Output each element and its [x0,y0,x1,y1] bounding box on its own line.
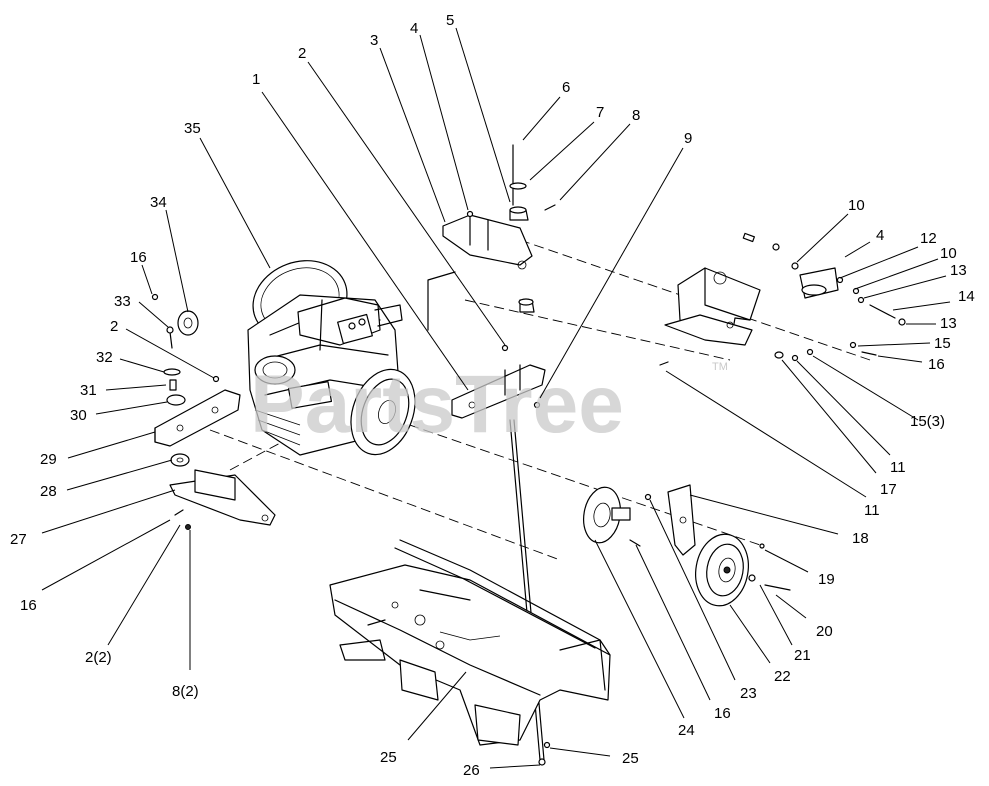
callout-22: 22 [774,668,791,685]
callout-14: 14 [958,288,975,305]
callout-10b: 10 [940,245,957,262]
callout-10: 10 [848,197,865,214]
callout-30: 30 [70,407,87,424]
callout-18: 18 [852,530,869,547]
leader-lines [41,27,951,769]
callout-2c: 2 [110,318,118,335]
callout-16d: 16 [130,249,147,266]
callout-26: 26 [463,762,480,779]
callout-1: 1 [252,71,260,88]
callout-3: 3 [370,32,378,49]
callout-17: 17 [880,481,897,498]
callout-5: 5 [446,12,454,29]
watermark-text: PartsTree [250,359,624,450]
watermark-trademark: TM [712,361,728,373]
callout-8: 8 [632,107,640,124]
callout-29: 29 [40,451,57,468]
left-mount-stack [151,293,276,530]
callout-16c: 16 [20,597,37,614]
callout-20: 20 [816,623,833,640]
callout-16: 16 [928,356,945,373]
callout-15: 15 [934,335,951,352]
callout-8-2: 8(2) [172,683,199,700]
callout-19: 19 [818,571,835,588]
callout-25b: 25 [622,750,639,767]
callout-33: 33 [114,293,131,310]
callout-7: 7 [596,104,604,121]
callout-34: 34 [150,194,167,211]
callout-21: 21 [794,647,811,664]
callout-31: 31 [80,382,97,399]
callout-25: 25 [380,749,397,766]
callout-12: 12 [920,230,937,247]
callout-9: 9 [684,130,692,147]
callout-13: 13 [950,262,967,279]
callout-4b: 4 [876,227,884,244]
callout-4: 4 [410,20,418,37]
callout-2-2: 2(2) [85,649,112,666]
callout-13b: 13 [940,315,957,332]
callout-15-3: 15(3) [910,413,945,430]
callout-labels: 1 2 3 4 5 6 7 8 9 10 4 12 10 13 14 13 15… [10,12,975,779]
callout-11: 11 [890,459,906,476]
frame-chassis [329,539,611,746]
callout-16b: 16 [714,705,731,722]
callout-24: 24 [678,722,695,739]
callout-6: 6 [562,79,570,96]
center-mount-brackets [427,144,556,766]
right-bracket-assembly [659,232,906,366]
callout-23: 23 [740,685,757,702]
callout-27: 27 [10,531,27,548]
callout-32: 32 [96,349,113,366]
callout-28: 28 [40,483,57,500]
callout-11b: 11 [864,502,880,519]
clutch-assembly [583,484,791,607]
callout-2: 2 [298,45,306,62]
engine-assembly [247,260,416,456]
callout-35: 35 [184,120,201,137]
